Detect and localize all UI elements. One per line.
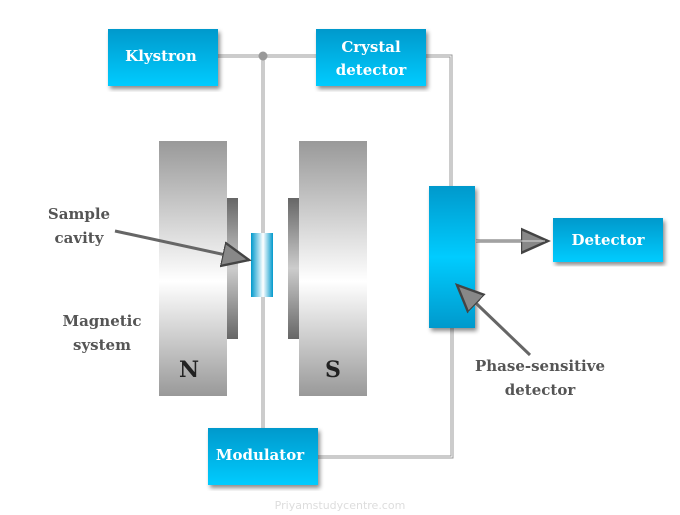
detector-box: Detector <box>553 218 663 262</box>
wires <box>218 51 454 459</box>
psd-label-2: detector <box>505 381 577 399</box>
sample-label: Sample <box>48 205 110 223</box>
svg-text:Modulator: Modulator <box>216 446 305 464</box>
svg-text:detector: detector <box>336 61 408 79</box>
svg-text:Klystron: Klystron <box>125 47 197 65</box>
junction-node <box>258 51 268 61</box>
pole-piece-north <box>227 198 238 339</box>
sample-cavity <box>251 233 273 297</box>
phase-sensitive-detector-box <box>429 186 475 328</box>
watermark: Priyamstudycentre.com <box>275 499 406 512</box>
magnet-south <box>299 141 367 396</box>
south-label: S <box>325 357 341 383</box>
system-label: system <box>73 336 131 354</box>
pole-piece-south <box>288 198 299 339</box>
psd-label: Phase-sensitive <box>475 357 605 375</box>
svg-text:Detector: Detector <box>572 231 646 249</box>
cavity-label: cavity <box>55 229 105 247</box>
klystron-box: Klystron <box>108 29 218 86</box>
arrows <box>114 231 548 357</box>
svg-text:Crystal: Crystal <box>341 38 401 56</box>
north-label: N <box>179 357 199 383</box>
modulator-box: Modulator <box>208 428 318 485</box>
crystal-detector-box: Crystal detector <box>316 29 426 86</box>
magnetic-label: Magnetic <box>62 312 141 330</box>
magnet-north <box>159 141 227 396</box>
